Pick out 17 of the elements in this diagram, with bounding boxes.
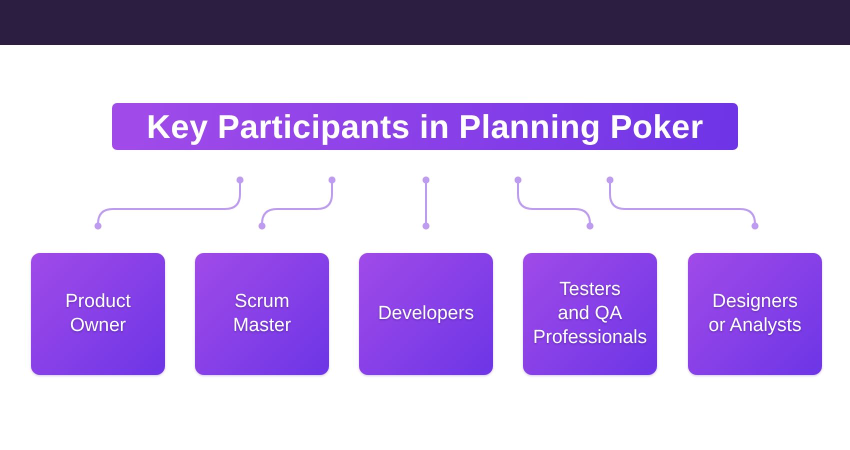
- role-label: Product Owner: [65, 290, 131, 338]
- connector-line: [606, 176, 758, 230]
- title-banner: [112, 103, 738, 150]
- role-card: [359, 253, 493, 375]
- connector-line: [258, 176, 336, 230]
- title-text: Key Participants in Planning Poker: [146, 108, 704, 146]
- role-label: Scrum Master: [232, 290, 292, 338]
- role-label: Testers and QA Professionals: [532, 278, 648, 350]
- connector-line: [422, 176, 430, 230]
- role-card: [523, 253, 657, 375]
- role-label: Developers: [378, 302, 474, 326]
- connector-line: [94, 176, 244, 230]
- role-card: [31, 253, 165, 375]
- role-card: [688, 253, 822, 375]
- role-card: [195, 253, 329, 375]
- role-label: Designers or Analysts: [708, 290, 802, 338]
- connector-line: [514, 176, 594, 230]
